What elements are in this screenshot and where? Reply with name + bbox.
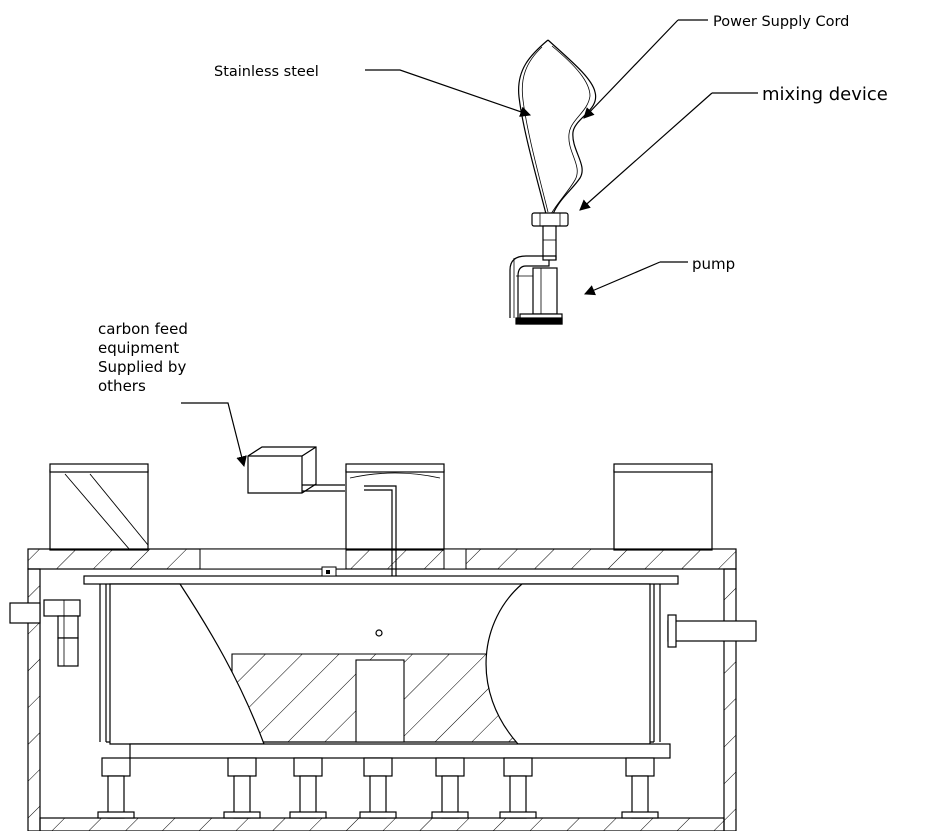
- foot: [97, 757, 135, 819]
- foot: [359, 757, 397, 819]
- foot: [289, 757, 327, 819]
- label-pump: pump: [692, 255, 735, 273]
- label-carbon-feed-line4: others: [98, 377, 146, 395]
- stainless-steel-bag: [518, 39, 549, 215]
- riser-right: [613, 463, 713, 551]
- label-power-supply-cord: Power Supply Cord: [713, 14, 849, 30]
- label-stainless-steel: Stainless steel: [214, 64, 319, 80]
- outlet-pipe: [667, 614, 757, 648]
- mixing-tee: [531, 212, 569, 227]
- foot: [431, 757, 469, 819]
- foot: [499, 757, 537, 819]
- label-carbon-feed: carbon feed equipment Supplied by others: [98, 320, 193, 395]
- foot: [621, 757, 659, 819]
- support-feet: [97, 743, 671, 819]
- foot: [223, 757, 261, 819]
- label-mixing-device: mixing device: [762, 84, 888, 105]
- label-carbon-feed-line1: carbon feed: [98, 320, 188, 338]
- tank-shell: [27, 548, 737, 832]
- inlet-pipe: [9, 599, 81, 667]
- leaders-upper: [181, 19, 758, 468]
- inner-tank: [83, 566, 679, 745]
- riser-left: [49, 463, 149, 551]
- mixing-device-assembly: [509, 39, 597, 325]
- carbon-feed-box: [247, 446, 345, 494]
- pump-body: [532, 267, 558, 315]
- label-carbon-feed-line3: Supplied by: [98, 358, 186, 376]
- label-carbon-feed-line2: equipment: [98, 339, 179, 357]
